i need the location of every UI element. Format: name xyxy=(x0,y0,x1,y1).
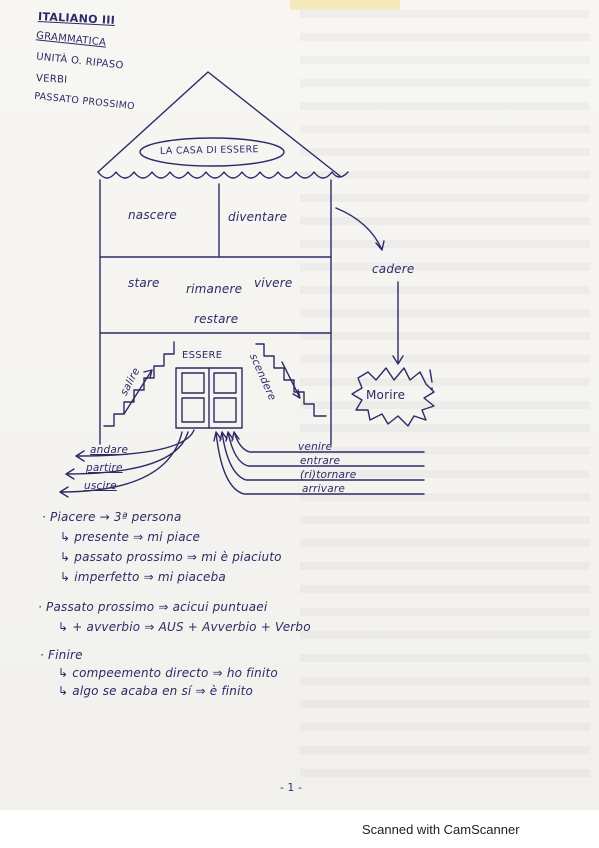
cadere-arrow xyxy=(335,207,385,251)
note-finire-head: · Finire xyxy=(40,648,83,662)
arrow-ritornare xyxy=(219,431,425,481)
notebook-page: ITALIANO III GRAMMATICA UNITÀ O. RIPASO … xyxy=(0,0,599,810)
page-number: - 1 - xyxy=(280,782,302,794)
label-entrare: entrare xyxy=(300,455,341,467)
note-piacere-item-3: ↳ imperfetto ⇒ mi piaceba xyxy=(60,570,226,584)
arrow-partire xyxy=(65,431,189,480)
door-label: ESSERE xyxy=(182,350,223,361)
roof-label-frame xyxy=(139,137,285,167)
house-walls xyxy=(99,179,332,445)
roof-label: LA CASA DI ESSERE xyxy=(159,144,259,157)
note-finire-item-1: ↳ compeemento directo ⇒ ho finito xyxy=(58,666,278,680)
verb-cadere: cadere xyxy=(372,262,415,276)
note-passato-head: · Passato prossimo ⇒ acicui puntuaei xyxy=(38,600,268,614)
verb-rimanere: rimanere xyxy=(186,282,243,296)
verb-diventare: diventare xyxy=(228,210,288,224)
cadere-down-arrow xyxy=(392,281,404,365)
morire-burst xyxy=(351,367,435,427)
verb-nascere: nascere xyxy=(128,208,177,222)
verb-restare: restare xyxy=(194,312,239,326)
stairs-right xyxy=(255,343,327,417)
house-drawing xyxy=(59,71,435,498)
verb-morire: Morire xyxy=(366,388,406,402)
label-venire: venire xyxy=(298,441,333,453)
arrow-andare xyxy=(75,429,195,462)
note-piacere-head: · Piacere → 3ª persona xyxy=(42,510,182,524)
verb-vivere: vivere xyxy=(254,276,293,290)
stairs-left-arrow xyxy=(123,369,153,415)
stairs-left xyxy=(103,341,175,427)
note-passato-item-1: ↳ + avverbio ⇒ AUS + Avverbio + Verbo xyxy=(58,620,311,634)
arrow-arrivare xyxy=(213,431,425,495)
arrow-entrare xyxy=(225,431,425,467)
note-piacere-item-1: ↳ presente ⇒ mi piace xyxy=(60,530,201,544)
note-piacere-item-2: ↳ passato prossimo ⇒ mi è piaciuto xyxy=(60,550,282,564)
label-arrivare: arrivare xyxy=(302,483,346,495)
tape-strip xyxy=(290,0,400,10)
roof-scallop xyxy=(97,171,349,179)
arrow-uscire xyxy=(59,431,183,498)
stairs-right-arrow xyxy=(281,361,301,399)
label-uscire: uscire xyxy=(84,480,117,492)
arrow-venire xyxy=(231,431,425,453)
label-andare: andare xyxy=(90,444,129,456)
verb-stare: stare xyxy=(128,276,160,290)
roof-outline xyxy=(97,71,341,177)
label-ritornare: (ri)tornare xyxy=(300,469,357,481)
label-partire: partire xyxy=(86,462,123,474)
bleed-through-text xyxy=(300,10,590,780)
note-finire-item-2: ↳ algo se acaba en sí ⇒ è finito xyxy=(58,684,254,698)
scanner-watermark: Scanned with CamScanner xyxy=(362,822,520,837)
